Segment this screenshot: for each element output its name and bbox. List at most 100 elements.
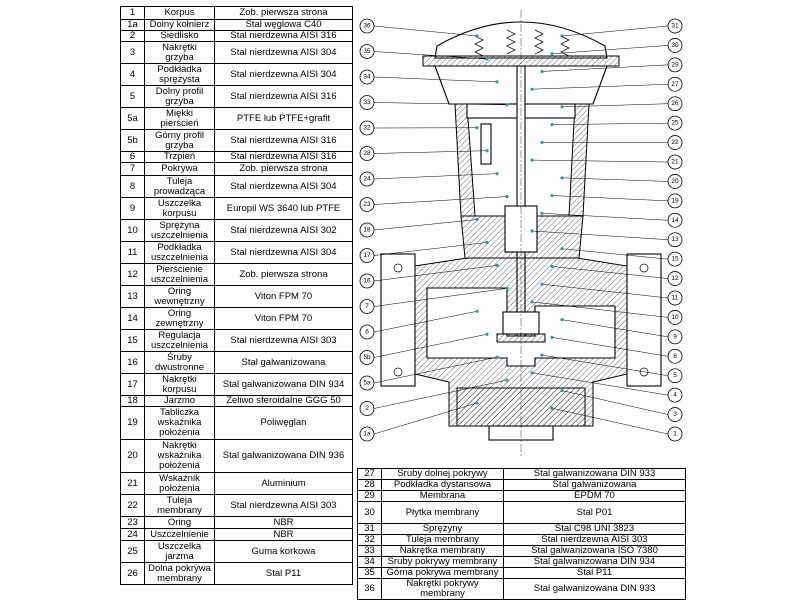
part-material: Stal nierdzewna AISI 304 bbox=[214, 241, 353, 264]
callout-pointer bbox=[560, 105, 564, 109]
callout-leader bbox=[531, 159, 669, 163]
callout-label: 27 bbox=[671, 81, 679, 88]
callout-5b: 5b bbox=[359, 350, 375, 365]
part-number: 7 bbox=[120, 162, 145, 176]
callout-leader bbox=[373, 333, 488, 358]
callout-leader bbox=[373, 150, 488, 154]
callout-7: 7 bbox=[359, 299, 375, 314]
part-number: 19 bbox=[120, 406, 145, 440]
part-material: Stal C98 UNI 3823 bbox=[503, 523, 686, 535]
part-material: Stal galwanizowana DIN 934 bbox=[503, 556, 686, 568]
callout-27: 27 bbox=[667, 76, 683, 92]
callout-label: 15 bbox=[671, 256, 679, 263]
callout-leader bbox=[531, 301, 669, 318]
callout-leader bbox=[541, 64, 669, 72]
callout-pointer bbox=[505, 103, 509, 107]
callout-pointer bbox=[560, 318, 564, 322]
part-name: Nakrętki grzyba bbox=[144, 41, 215, 64]
callout-pointer bbox=[475, 309, 479, 313]
part-number: 23 bbox=[120, 516, 145, 529]
part-material: NBR bbox=[214, 516, 353, 529]
callout-label: 25 bbox=[671, 120, 679, 127]
callout-leader bbox=[551, 266, 669, 279]
callout-leader bbox=[531, 230, 669, 240]
callout-leader bbox=[373, 288, 508, 307]
callout-pointer bbox=[550, 52, 554, 56]
callout-label: 34 bbox=[363, 74, 371, 81]
part-material: Stal P11 bbox=[214, 562, 353, 585]
callout-label: 35 bbox=[363, 48, 371, 55]
callout-label: 1 bbox=[673, 431, 677, 438]
callout-1: 1 bbox=[667, 426, 683, 442]
part-name: Oring bbox=[144, 516, 215, 529]
part-name: Tabliczka wskaźnika położenia bbox=[144, 406, 215, 440]
callout-pointer bbox=[540, 140, 544, 144]
part-number: 6 bbox=[120, 151, 145, 163]
part-name: Nakrętki pokrywy membrany bbox=[381, 578, 504, 600]
part-material: NBR bbox=[214, 528, 353, 541]
callout-leader bbox=[561, 25, 669, 37]
part-material: Stal nierdzewna AISI 304 bbox=[214, 41, 353, 64]
position-indicator-plate bbox=[480, 123, 492, 165]
callout-leader bbox=[551, 195, 669, 202]
callout-label: 24 bbox=[363, 176, 371, 183]
part-number: 20 bbox=[120, 439, 145, 473]
part-number: 5 bbox=[120, 85, 145, 108]
callout-label: 20 bbox=[671, 178, 679, 185]
callout-18: 18 bbox=[359, 222, 375, 238]
part-material: Stal nierdzewna AISI 303 bbox=[214, 329, 353, 352]
callout-leader bbox=[551, 45, 669, 54]
part-material: Stal nierdzewna AISI 304 bbox=[214, 63, 353, 86]
callout-leader bbox=[373, 219, 478, 231]
callout-pointer bbox=[475, 34, 479, 38]
callout-label: 5b bbox=[363, 354, 371, 361]
part-name: Dolna pokrywa membrany bbox=[144, 562, 215, 585]
callout-32: 32 bbox=[359, 120, 375, 136]
part-name: Dolny kołnierz bbox=[144, 19, 215, 31]
part-material: Stal galwanizowana bbox=[214, 351, 353, 374]
callout-pointer bbox=[505, 286, 509, 290]
callout-label: 17 bbox=[363, 252, 371, 259]
callout-label: 12 bbox=[671, 275, 679, 282]
callout-leader bbox=[373, 242, 488, 256]
callout-pointer bbox=[505, 194, 509, 199]
callout-pointer bbox=[530, 158, 534, 162]
part-number: 31 bbox=[357, 523, 382, 535]
callout-label: 8 bbox=[673, 353, 677, 360]
part-number: 3 bbox=[120, 41, 145, 64]
part-name: Nakrętki wskaźnika położenia bbox=[144, 439, 215, 473]
callout-leader bbox=[373, 173, 498, 180]
callout-label: 10 bbox=[671, 314, 679, 321]
callout-2: 2 bbox=[359, 401, 375, 416]
valve-drawing: 3635343332282423181716765b5a21a313029272… bbox=[359, 10, 683, 456]
callout-label: 28 bbox=[363, 150, 371, 157]
callout-16: 16 bbox=[359, 273, 375, 289]
part-number: 13 bbox=[120, 285, 145, 308]
callout-label: 26 bbox=[671, 100, 679, 107]
callout-leader bbox=[561, 177, 669, 182]
part-name: Górna pokrywa membrany bbox=[381, 567, 504, 579]
callout-4: 4 bbox=[667, 387, 683, 403]
callout-15: 15 bbox=[667, 251, 683, 267]
part-number: 30 bbox=[357, 501, 382, 524]
callout-34: 34 bbox=[359, 69, 375, 85]
part-number: 15 bbox=[120, 329, 145, 352]
part-number: 35 bbox=[357, 567, 382, 579]
part-material: Zob. pierwsza strona bbox=[214, 6, 353, 20]
